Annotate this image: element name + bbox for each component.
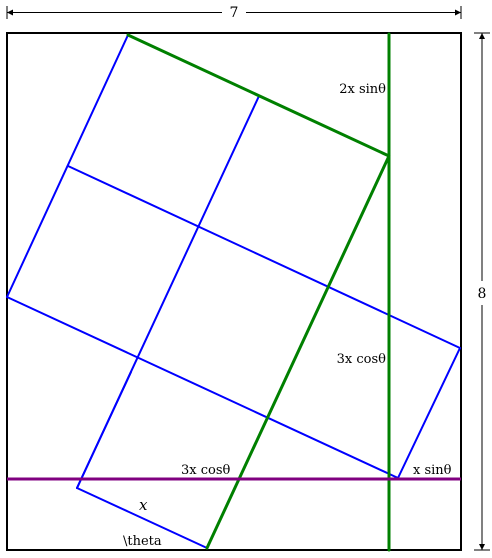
green-slant-line bbox=[205, 154, 391, 550]
width-label: 7 bbox=[230, 5, 239, 21]
stub-left-edge bbox=[76, 371, 132, 489]
green-top-edge bbox=[126, 33, 391, 158]
square-grid bbox=[6, 34, 461, 549]
grid-bottom-edge bbox=[6, 296, 399, 479]
grid-right-edge bbox=[397, 347, 461, 479]
width-dimension bbox=[6, 6, 462, 19]
label-3x-cos-theta-bottom: 3x cosθ bbox=[181, 463, 231, 478]
height-label: 8 bbox=[478, 286, 487, 302]
outer-rectangle bbox=[6, 32, 462, 551]
label-2x-sin-theta: 2x sinθ bbox=[339, 82, 386, 97]
green-guides bbox=[126, 32, 391, 552]
label-x-sin-theta: x sinθ bbox=[413, 463, 452, 478]
label-x: x bbox=[139, 496, 148, 514]
label-theta: \theta bbox=[123, 534, 162, 549]
height-dimension bbox=[474, 32, 490, 551]
stub-bottom-edge bbox=[76, 487, 208, 549]
label-3x-cos-theta-right: 3x cosθ bbox=[337, 352, 387, 367]
grid-line-h1 bbox=[67, 165, 461, 349]
